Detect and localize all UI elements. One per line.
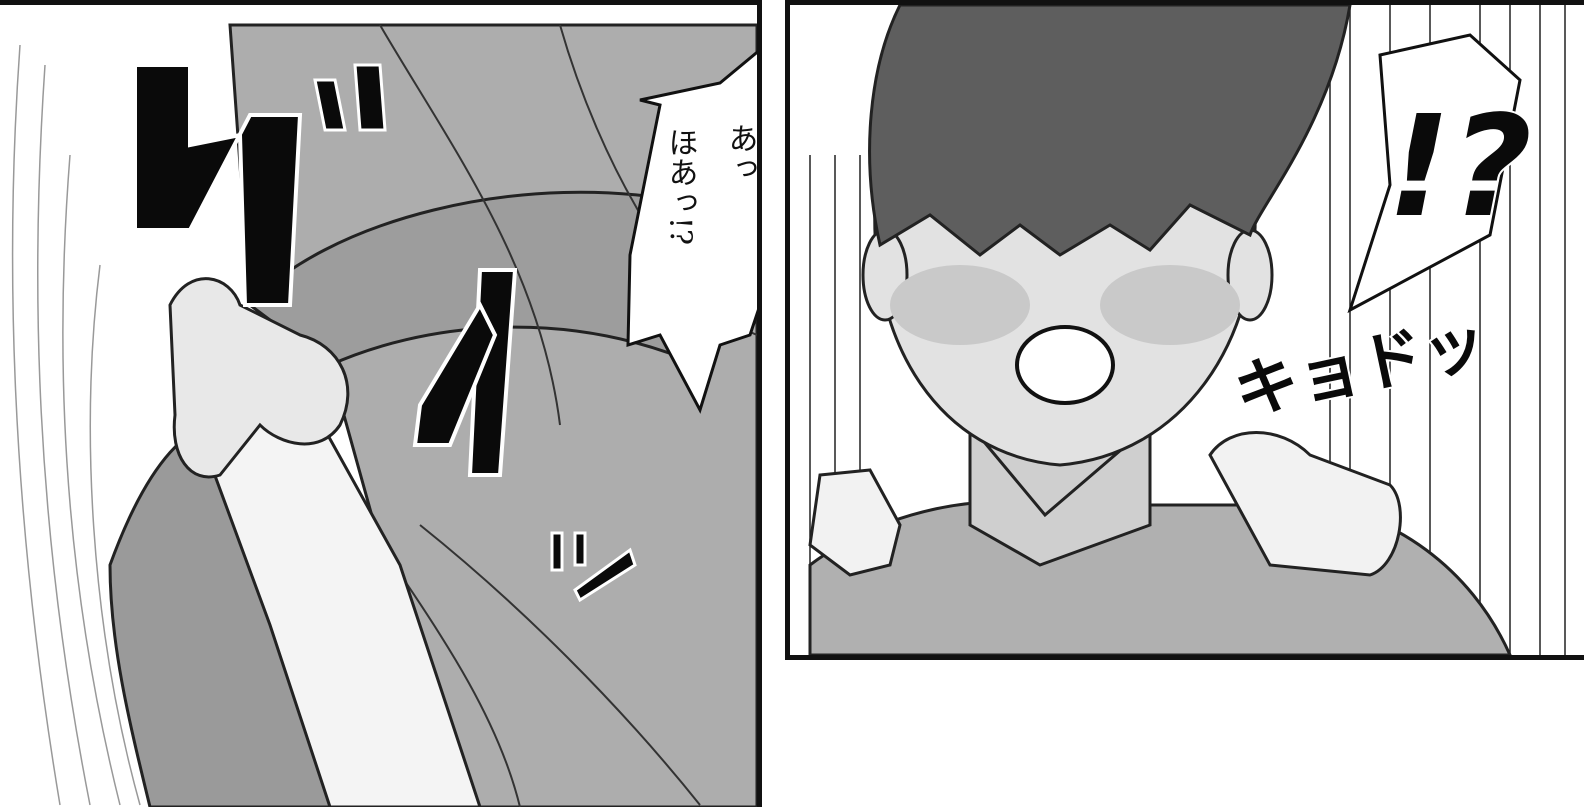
panel-right-artwork: !? キョドッ [808, 5, 1566, 655]
speed-lines [11, 44, 141, 806]
left-blush [890, 265, 1030, 345]
speech-line-2: あっ [723, 123, 758, 183]
torso [808, 500, 1512, 655]
sfx-tsu-shape [550, 531, 637, 603]
sfx-i-shape [412, 268, 518, 477]
open-mouth [1015, 325, 1115, 405]
left-hand [808, 468, 902, 577]
sfx-kyodo: キョドッ [1228, 305, 1494, 431]
right-hand [1208, 431, 1402, 577]
speech-bubble [626, 50, 757, 414]
shout-text: !? [1387, 86, 1532, 249]
manga-panel-right: !? キョドッ [785, 0, 1584, 660]
sfx-ga-shape [133, 63, 387, 307]
speech-line-3: ほあっ!? [663, 127, 698, 245]
hair [868, 5, 1352, 257]
right-blush [1100, 265, 1240, 345]
shout-bubble [1347, 33, 1522, 314]
collar [968, 423, 1151, 518]
grabbing-hand [168, 277, 350, 479]
manga-panel-left: えっ あっ ほあっ!? ガ イ ッ [0, 0, 762, 807]
panel-left-artwork: えっ あっ ほあっ!? [11, 23, 758, 807]
